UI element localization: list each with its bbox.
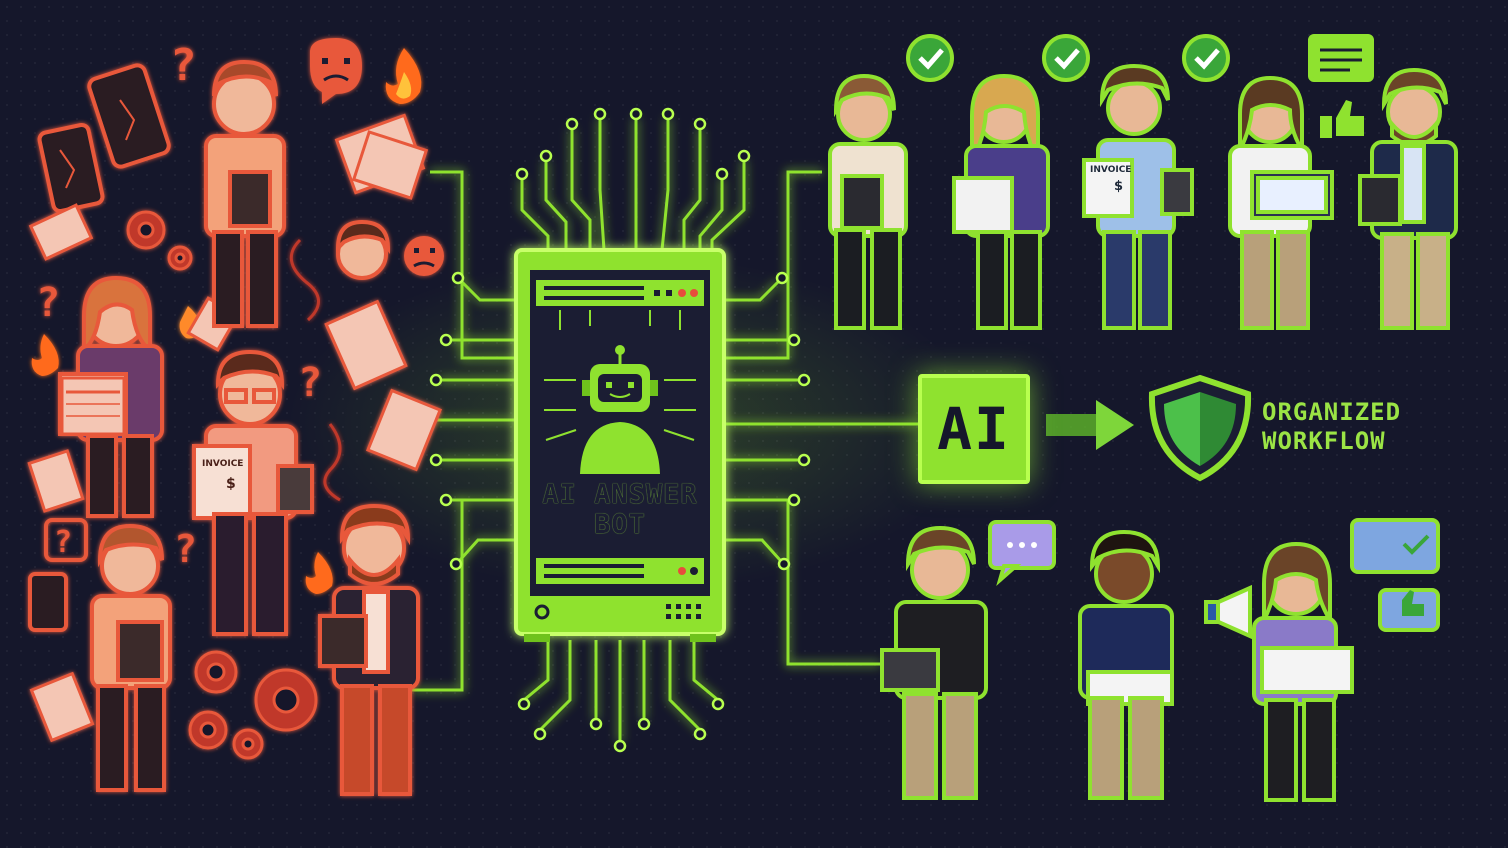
angry-face-icon [310, 38, 444, 276]
svg-text:?: ? [36, 280, 60, 326]
organized-workflow-line1: ORGANIZED [1262, 398, 1402, 426]
bot-title-line1: AI ANSWER [542, 479, 698, 510]
question-mark-icon: ? ? ? ? ? [36, 40, 322, 571]
ai-answer-bot-server [514, 248, 726, 642]
organized-workflow-label: ORGANIZED WORKFLOW [1262, 398, 1452, 456]
organized-team-bottom [880, 518, 1440, 802]
broken-phone-icon [28, 63, 171, 632]
svg-text:?: ? [298, 360, 322, 406]
bot-title-line2: BOT [594, 509, 646, 540]
thumbs-up-icon [1320, 100, 1364, 138]
checkmark-bubble-icon [906, 34, 1230, 82]
gear-icon [126, 210, 318, 760]
invoice-label-right: INVOICE [1090, 165, 1131, 175]
ai-badge: AI [918, 374, 1030, 484]
scattered-papers-icon [27, 113, 443, 743]
bot-title: AI ANSWER BOT [516, 480, 724, 540]
stressed-worker [58, 59, 420, 796]
organized-team-top [828, 34, 1458, 330]
organized-workflow-line2: WORKFLOW [1262, 427, 1386, 455]
svg-text:?: ? [174, 527, 197, 571]
circuit-nodes [419, 107, 811, 753]
invoice-dollar-left: $ [226, 476, 236, 492]
circuit-traces [410, 118, 918, 742]
chaos-group: ? ? ? ? ? [27, 38, 444, 796]
chat-bubble-icon [988, 518, 1440, 632]
shield-icon [1148, 374, 1252, 482]
calendar-icon [60, 376, 126, 436]
invoice-dollar-right: $ [1114, 179, 1123, 194]
invoice-label-left: INVOICE [202, 459, 243, 469]
robot-icon [580, 345, 660, 474]
chat-bubble-icon [1308, 34, 1374, 82]
svg-text:?: ? [170, 40, 197, 91]
ai-badge-label: AI [937, 395, 1011, 463]
arrow-right-icon [1046, 400, 1134, 450]
svg-text:?: ? [54, 525, 72, 560]
